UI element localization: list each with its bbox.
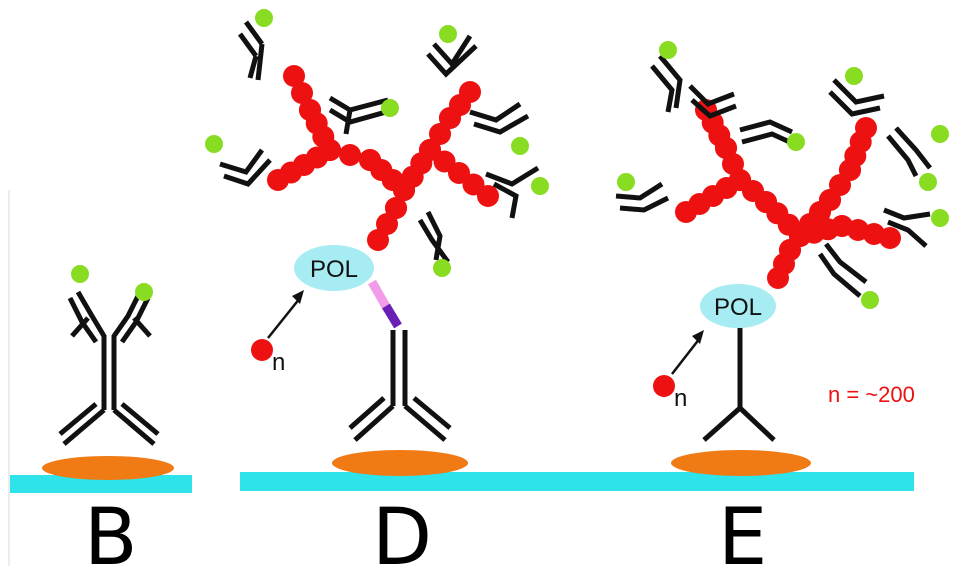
linker-dark [382, 303, 402, 329]
polymer-bead [855, 117, 877, 139]
panel-d-detection-antibodies [219, 20, 540, 264]
polymer-bead [477, 185, 499, 207]
polymer-bead [299, 99, 321, 121]
antigen-b [42, 456, 174, 480]
monomer-e-arrowhead [692, 330, 704, 344]
polymer-bead [367, 229, 389, 251]
polymer-bead [376, 213, 398, 235]
polymer-bead [879, 227, 901, 249]
monomer-e-arrow [671, 337, 701, 375]
monomer-d-label: n [272, 349, 285, 376]
polymer-bead [339, 144, 361, 166]
antigen-d [332, 450, 468, 476]
polymer-bead [675, 201, 697, 223]
monomer-e-bead [653, 375, 675, 397]
pol-d-label: POL [310, 256, 358, 283]
pol-e-ellipse [700, 284, 776, 328]
monomer-e-label: n [674, 385, 687, 412]
panel-label-b: B [84, 493, 138, 566]
linker-light [368, 279, 392, 313]
polymer-bead [429, 123, 451, 145]
pol-d-ellipse [294, 245, 374, 291]
panel-e-detection-antibodies [615, 54, 932, 298]
panel-d-antibody [348, 330, 452, 442]
panel-e-fluorophores [617, 41, 949, 309]
polymer-bead [291, 82, 313, 104]
panel-e-antibody [702, 326, 776, 442]
fluorophore-b-2 [135, 283, 153, 301]
polymer-bead [385, 197, 407, 219]
polymer-bead [359, 149, 381, 171]
substrate-de [240, 472, 914, 491]
polymerization-note: n = ~200 [828, 382, 915, 407]
fluorophore-b-1 [71, 265, 89, 283]
polymer-bead [267, 169, 289, 191]
antigen-e [671, 450, 811, 476]
polymer-bead [459, 81, 481, 103]
monomer-d-bead [251, 339, 273, 361]
polymer-bead [283, 65, 305, 87]
monomer-d-arrow [267, 297, 301, 339]
panel-label-e: E [718, 493, 767, 566]
polymer-d-beads [267, 65, 499, 251]
substrate-b [10, 475, 192, 493]
panel-d-fluorophores [205, 9, 549, 277]
panel-label-d: D [372, 493, 432, 566]
polymer-e-beads [675, 99, 901, 289]
monomer-d-arrowhead [292, 290, 304, 304]
panel-b-antibody-sandwich [58, 290, 160, 446]
pol-e-label: POL [714, 294, 762, 321]
